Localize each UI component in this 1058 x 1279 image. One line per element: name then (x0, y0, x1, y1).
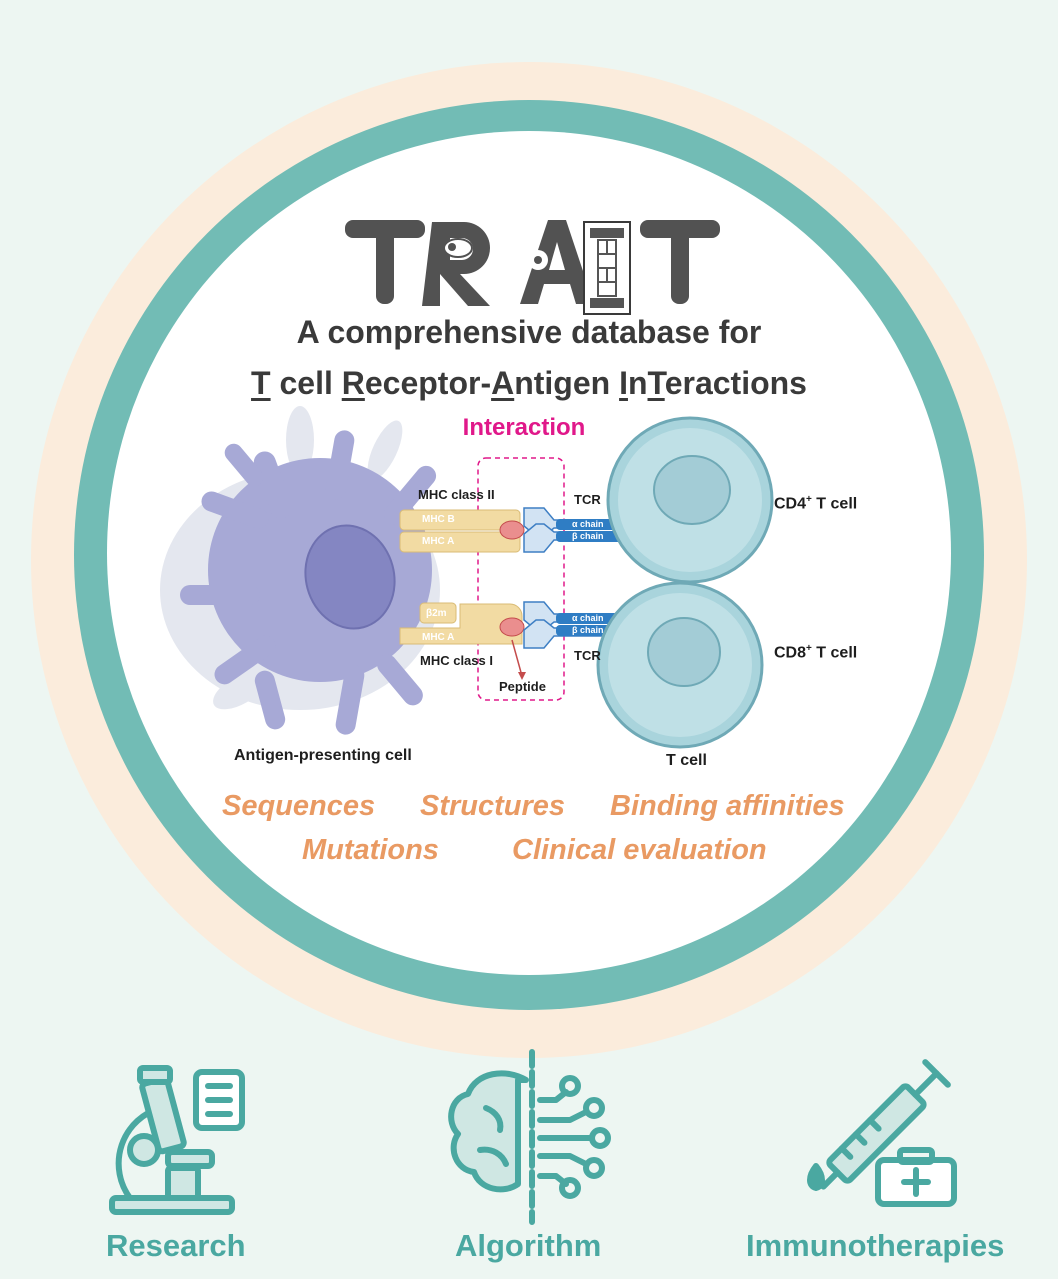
interaction-label: Interaction (462, 414, 586, 441)
b2m-block (419, 602, 457, 624)
interaction-box (477, 457, 565, 701)
inner-white-circle (107, 131, 951, 975)
alpha-chain-top (556, 519, 626, 530)
subtitle-line1: A comprehensive database for (296, 314, 762, 350)
brain-circuit-icon (448, 1049, 611, 1225)
peptide-bottom (499, 617, 525, 637)
mhc-b-label: MHC B (422, 514, 455, 525)
subtitle-part: T (647, 365, 665, 401)
alpha-chain-bottom-label: α chain (572, 613, 604, 623)
logo-letter-r (422, 222, 490, 306)
subtitle-part: eceptor- (364, 365, 492, 401)
subtitle-part: A (491, 365, 515, 401)
syringe-medical-kit-icon (807, 1059, 957, 1207)
algorithm-label: Algorithm (455, 1228, 602, 1263)
logo-letter-a (520, 220, 594, 304)
apc-label: Antigen-presenting cell (234, 747, 412, 764)
feature-binding-affinities: Binding affinities (610, 790, 845, 822)
cd4-sup: + (806, 494, 812, 505)
feature-mutations: Mutations (302, 834, 439, 866)
cd8-t-cell (596, 581, 764, 749)
tcr-top-label: TCR (574, 492, 601, 507)
beta-chain-top (556, 531, 626, 542)
feature-sequences: Sequences (222, 790, 376, 822)
cd4-prefix: CD4 (774, 495, 807, 513)
mhc-class-ii-label: MHC class II (418, 487, 495, 502)
mhc-a-top-label: MHC A (422, 536, 455, 547)
subtitle-part: ntigen (514, 365, 620, 401)
mhc-class-i-label: MHC class I (420, 653, 493, 668)
subtitle-part: T (251, 365, 271, 401)
application-icons (109, 1049, 957, 1225)
subtitle-part: I (619, 365, 628, 401)
subtitle-line2: T cell Receptor-Antigen InTeractions (0, 365, 1058, 402)
logo-letter-i (583, 221, 631, 315)
subtitle-part: cell (270, 365, 342, 401)
cd8-suffix: T cell (811, 644, 858, 662)
alpha-chain-top-label: α chain (572, 519, 604, 529)
cd8-sup: + (806, 643, 812, 654)
apc-nucleus (304, 524, 396, 630)
beta-chain-top-label: β chain (572, 531, 604, 541)
b2m-label: β2m (426, 608, 447, 619)
cd4-t-cell (606, 416, 774, 584)
mhc-b-bar (399, 509, 521, 531)
cd4-suffix: T cell (811, 495, 858, 513)
subtitle-part: n (627, 365, 648, 401)
cd4-t-cell-label: CD4+ T cell (774, 494, 857, 513)
mhc-a-bar-top (399, 531, 521, 553)
feature-clinical-evaluation: Clinical evaluation (512, 834, 767, 866)
mhc-a-bottom-label: MHC A (422, 632, 455, 643)
peptide-top (499, 520, 525, 540)
tcr-bottom-label: TCR (574, 648, 601, 663)
cd8-prefix: CD8 (774, 644, 807, 662)
immunotherapies-label: Immunotherapies (746, 1228, 1005, 1263)
subtitle-part: R (341, 365, 365, 401)
peptide-label: Peptide (499, 679, 546, 694)
cd8-t-cell-label: CD8+ T cell (774, 643, 857, 662)
beta-chain-bottom-label: β chain (572, 625, 604, 635)
trait-logo (345, 220, 720, 315)
alpha-chain-bottom (556, 613, 626, 624)
t-cell-label: T cell (666, 752, 707, 769)
research-label: Research (106, 1228, 246, 1263)
subtitle-part: eractions (664, 365, 807, 401)
feature-structures: Structures (420, 790, 566, 822)
microscope-icon (109, 1065, 245, 1215)
subtitle-line2-text: T cell Receptor-Antigen InTeractions (251, 365, 807, 401)
